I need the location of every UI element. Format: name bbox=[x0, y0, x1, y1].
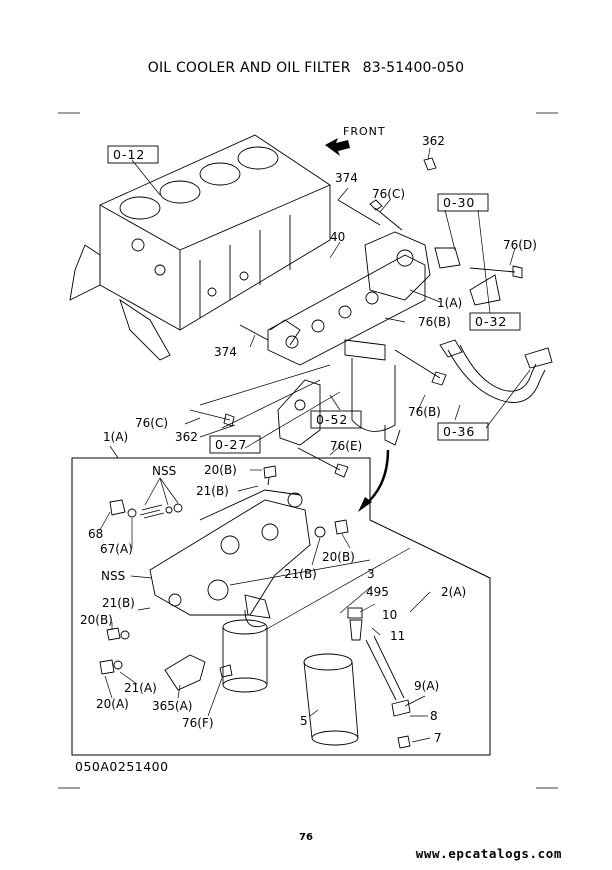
callout-68: 68 bbox=[88, 527, 103, 541]
callout-76b-top: 76(B) bbox=[418, 315, 451, 329]
callout-21b-top: 21(B) bbox=[196, 484, 229, 498]
callout-1a-detail: 1(A) bbox=[103, 430, 128, 444]
ref-box-0-52: 0-52 bbox=[316, 412, 348, 427]
website-link[interactable]: www.epcatalogs.com bbox=[415, 846, 562, 861]
ref-box-0-30: 0-30 bbox=[443, 195, 475, 210]
callout-20b-right: 20(B) bbox=[322, 550, 355, 564]
drawing-code: 050A0251400 bbox=[75, 759, 169, 774]
filter-case-drawing bbox=[303, 653, 359, 746]
callout-76c-left: 76(C) bbox=[135, 416, 168, 430]
cylinder-block-drawing bbox=[69, 134, 331, 361]
callout-21a: 21(A) bbox=[124, 681, 157, 695]
oil-cooler-assembly-drawing bbox=[267, 231, 501, 446]
callout-40: 40 bbox=[330, 230, 345, 244]
callout-20b-left: 20(B) bbox=[80, 613, 113, 627]
ref-box-0-36: 0-36 bbox=[443, 424, 475, 439]
filter-element-drawing bbox=[222, 619, 268, 693]
callout-362-left: 362 bbox=[175, 430, 198, 444]
small-parts-drawing bbox=[99, 465, 349, 691]
callout-76d: 76(D) bbox=[503, 238, 537, 252]
callout-374-top: 374 bbox=[335, 171, 358, 185]
ref-box-0-27: 0-27 bbox=[215, 437, 247, 452]
center-pipe-drawing bbox=[347, 607, 411, 749]
bolts-drawing bbox=[189, 157, 523, 478]
callout-11: 11 bbox=[390, 629, 405, 643]
connection-lines bbox=[199, 364, 411, 631]
callout-1a-top: 1(A) bbox=[437, 296, 462, 310]
page-number: 76 bbox=[299, 832, 313, 843]
ref-box-0-12: 0-12 bbox=[113, 147, 145, 162]
upper-leader-lines bbox=[131, 147, 531, 456]
ref-box-0-32: 0-32 bbox=[475, 314, 507, 329]
detail-leader-lines bbox=[99, 445, 431, 743]
callout-nss-top: NSS bbox=[152, 464, 176, 478]
callout-3: 3 bbox=[367, 567, 375, 581]
callout-8: 8 bbox=[430, 709, 438, 723]
callout-365a: 365(A) bbox=[152, 699, 192, 713]
callout-76b-mid: 76(B) bbox=[408, 405, 441, 419]
callout-9a: 9(A) bbox=[414, 679, 439, 693]
callout-20b-top: 20(B) bbox=[204, 463, 237, 477]
front-label: FRONT bbox=[343, 125, 386, 138]
callout-495: 495 bbox=[366, 585, 389, 599]
callout-21b-right: 21(B) bbox=[284, 567, 317, 581]
callout-76c-top: 76(C) bbox=[372, 187, 405, 201]
crop-marks bbox=[58, 112, 558, 789]
callout-21b-left: 21(B) bbox=[102, 596, 135, 610]
callout-10: 10 bbox=[382, 608, 397, 622]
callout-76f: 76(F) bbox=[182, 716, 214, 730]
callout-7: 7 bbox=[434, 731, 442, 745]
oil-pipe-drawing bbox=[439, 339, 553, 403]
callout-20a: 20(A) bbox=[96, 697, 129, 711]
callout-5: 5 bbox=[300, 714, 308, 728]
callout-76e: 76(E) bbox=[330, 439, 362, 453]
callout-2a: 2(A) bbox=[441, 585, 466, 599]
detail-frame bbox=[71, 457, 491, 756]
housing-detail-drawing bbox=[149, 489, 311, 628]
callout-374-mid: 374 bbox=[214, 345, 237, 359]
callout-67a: 67(A) bbox=[100, 542, 133, 556]
detail-arrow-head bbox=[358, 497, 372, 512]
bracket-drawing bbox=[277, 379, 321, 446]
callout-nss-mid: NSS bbox=[101, 569, 125, 583]
reference-boxes bbox=[107, 145, 521, 454]
callout-362-top: 362 bbox=[422, 134, 445, 148]
front-arrow bbox=[325, 138, 350, 156]
